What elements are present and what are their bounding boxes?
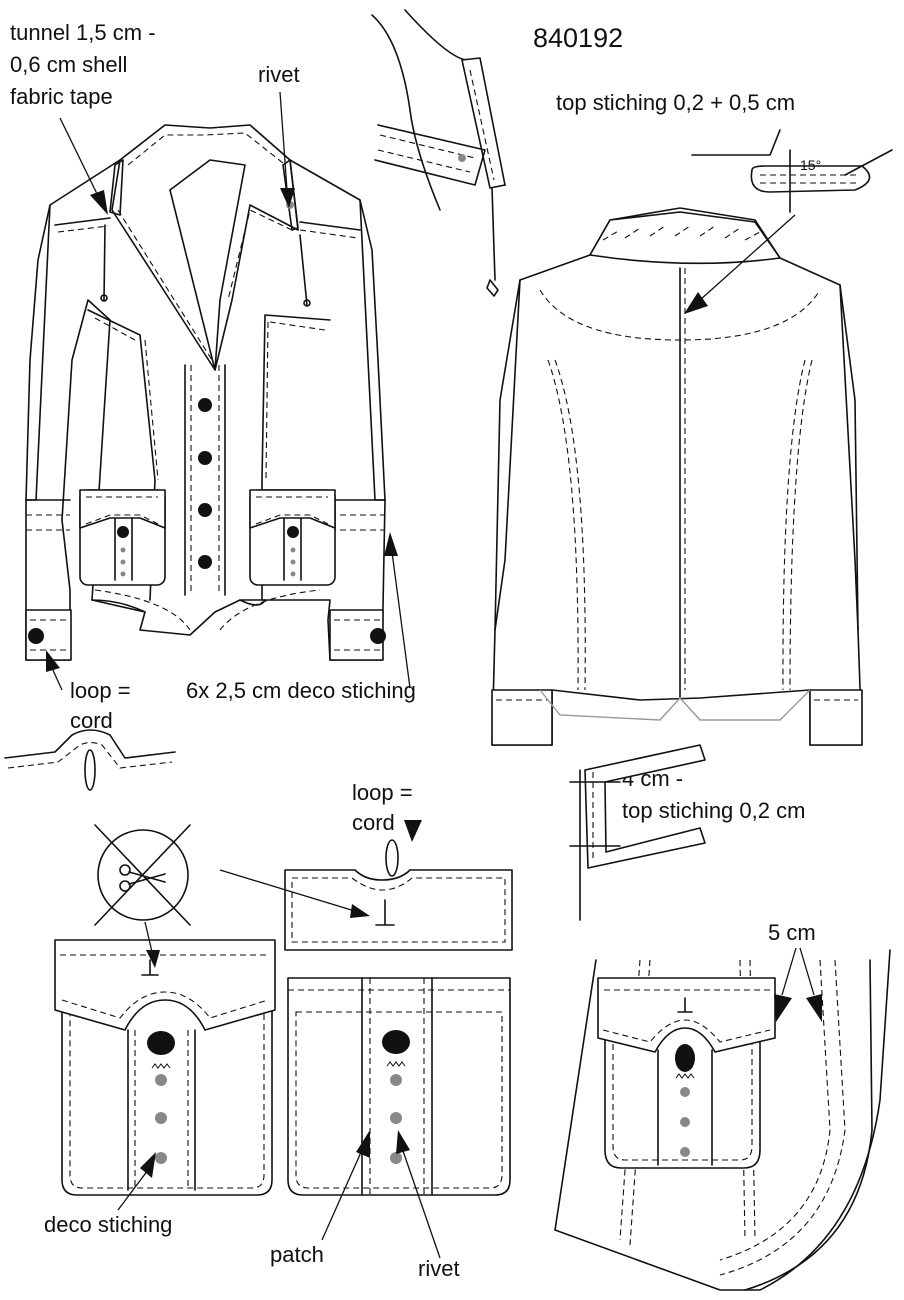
- loop-cord-left-line1: loop =: [70, 678, 131, 703]
- fold-detail: [569, 744, 706, 921]
- tunnel-label-line3: fabric tape: [10, 84, 113, 109]
- pocket-button-icon: [147, 1031, 175, 1055]
- flap-pattern-piece: [284, 839, 513, 951]
- rivet-icon: [155, 1074, 167, 1086]
- rivet-label-top: rivet: [258, 62, 300, 87]
- scissors-badge: [94, 824, 191, 926]
- rivet-label-bottom: rivet: [418, 1256, 460, 1281]
- angle-marker: 15°: [800, 157, 821, 173]
- back-jacket-sketch: [491, 207, 863, 746]
- top-stiching-back-label: top stiching 0,2 + 0,5 cm: [556, 90, 795, 115]
- style-number: 840192: [533, 23, 623, 53]
- front-button-2-icon: [198, 451, 212, 465]
- tunnel-label-line1: tunnel 1,5 cm -: [10, 20, 156, 45]
- deco-stiching-hem-label: 6x 2,5 cm deco stiching: [186, 678, 416, 703]
- collar-detail-sketch: [371, 9, 506, 297]
- patch-label: patch: [270, 1242, 324, 1267]
- front-button-1-icon: [198, 398, 212, 412]
- five-cm-label: 5 cm: [768, 920, 816, 945]
- front-pocket-right: [249, 489, 336, 586]
- annotation-arrows: [46, 91, 822, 1259]
- pocket-detail-right: [554, 949, 891, 1291]
- front-jacket-sketch: [25, 124, 386, 661]
- stitch-angle-detail: 15°: [691, 129, 893, 213]
- tunnel-label-line2: 0,6 cm shell: [10, 52, 127, 77]
- scissors-icon: [119, 864, 166, 892]
- cuff-button-left-icon: [28, 628, 44, 644]
- cuff-button-right-icon: [370, 628, 386, 644]
- pocket-detail-left: [54, 939, 276, 1196]
- fold-label-line2: top stiching 0,2 cm: [622, 798, 805, 823]
- deco-stiching-pocket-label: deco stiching: [44, 1212, 172, 1237]
- loop-cord-center-line1: loop =: [352, 780, 413, 805]
- loop-detail-left: [4, 729, 176, 791]
- pocket-detail-middle: [287, 977, 511, 1196]
- front-button-4-icon: [198, 555, 212, 569]
- loop-cord-left-line2: cord: [70, 708, 113, 733]
- loop-cord-center-line2: cord: [352, 810, 395, 835]
- front-pocket-left: [79, 489, 166, 586]
- front-button-3-icon: [198, 503, 212, 517]
